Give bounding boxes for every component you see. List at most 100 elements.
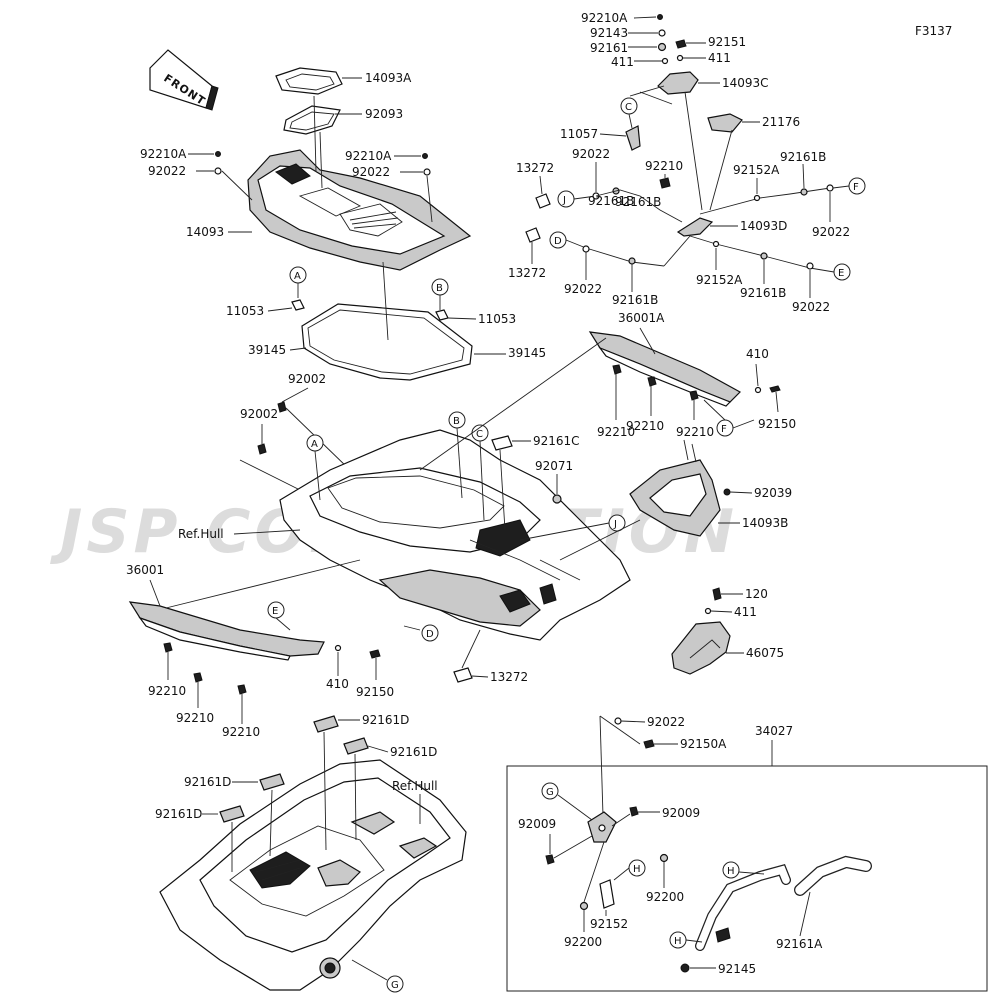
front-arrow-icon: FRONT [149, 49, 219, 111]
label-92152A-upper: 92152A [733, 163, 780, 177]
label-92022-bottom: 92022 [647, 715, 685, 729]
bracket-14093D [676, 217, 714, 237]
label-92150-left: 92150 [356, 685, 394, 699]
svg-text:C: C [625, 102, 632, 113]
kit-34027-box [506, 765, 988, 992]
callout-H-box-mid [722, 861, 740, 879]
label-39145-left: 39145 [248, 343, 286, 357]
svg-text:B: B [436, 283, 443, 294]
label-92161D-2: 92161D [390, 745, 437, 759]
svg-text:G: G [391, 980, 399, 991]
pin-92152 [599, 879, 615, 909]
label-92161B-lower: 92161B [612, 293, 658, 307]
label-13272-lower: 13272 [490, 670, 528, 684]
label-ref-hull-lower: Ref.Hull [392, 779, 438, 793]
label-34027: 34027 [755, 724, 793, 738]
label-11053-left: 11053 [226, 304, 264, 318]
label-92200-left: 92200 [564, 935, 602, 949]
label-92009-left: 92009 [518, 817, 556, 831]
label-92210-top: 92210 [645, 159, 683, 173]
label-92210-l2: 92210 [176, 711, 214, 725]
label-92161D-3: 92161D [184, 775, 231, 789]
label-14093: 14093 [186, 225, 224, 239]
label-92151: 92151 [708, 35, 746, 49]
label-92161B-upper: 92161B [780, 150, 826, 164]
svg-text:J: J [562, 195, 566, 206]
storage-lid-assembly [247, 67, 472, 271]
side-cover-36001 [128, 601, 325, 661]
label-92152A-lower: 92152A [696, 273, 743, 287]
label-411-top-left: 411 [611, 55, 634, 69]
label-92210-l1: 92210 [148, 684, 186, 698]
label-92161D-1: 92161D [362, 713, 409, 727]
label-14093B: 14093B [742, 516, 788, 530]
label-13272-mid: 13272 [508, 266, 546, 280]
label-92039: 92039 [754, 486, 792, 500]
callout-D-mid [421, 624, 439, 642]
svg-text:A: A [311, 439, 318, 450]
label-14093D: 14093D [740, 219, 787, 233]
label-92002-lower: 92002 [240, 407, 278, 421]
label-92022-left: 92022 [148, 164, 186, 178]
label-120: 120 [745, 587, 768, 601]
bracket-46075 [671, 621, 731, 675]
label-92210A-left: 92210A [140, 147, 187, 161]
svg-text:F: F [721, 424, 727, 435]
label-92210-r1: 92210 [597, 425, 635, 439]
svg-text:A: A [294, 271, 301, 282]
label-92152: 92152 [590, 917, 628, 931]
svg-text:F: F [853, 182, 859, 193]
svg-text:H: H [633, 864, 641, 875]
label-36001A: 36001A [618, 311, 665, 325]
label-14093C: 14093C [722, 76, 769, 90]
label-92161B-left: 92161B [588, 194, 634, 208]
label-92009-right: 92009 [662, 806, 700, 820]
svg-text:D: D [554, 236, 562, 247]
label-92210A-top: 92210A [581, 11, 628, 25]
label-14093A: 14093A [365, 71, 412, 85]
label-92093: 92093 [365, 107, 403, 121]
label-410-right: 410 [746, 347, 769, 361]
bracket-14093C [657, 71, 699, 95]
callout-G-box [541, 782, 559, 800]
label-92150A: 92150A [680, 737, 727, 751]
callout-E-top [833, 263, 851, 281]
label-92161A: 92161A [776, 937, 823, 951]
label-36001: 36001 [126, 563, 164, 577]
label-11053-right: 11053 [478, 312, 516, 326]
label-92022-upper: 92022 [572, 147, 610, 161]
label-92150-right: 92150 [758, 417, 796, 431]
label-92022-right-upper: 92022 [812, 225, 850, 239]
label-411-mid: 411 [734, 605, 757, 619]
label-92161C: 92161C [533, 434, 580, 448]
label-92161-top: 92161 [590, 41, 628, 55]
label-92200-right: 92200 [646, 890, 684, 904]
label-92022-mid: 92022 [352, 165, 390, 179]
label-92210A-mid: 92210A [345, 149, 392, 163]
label-21176: 21176 [762, 115, 800, 129]
label-411-top-right: 411 [708, 51, 731, 65]
label-ref-hull-mid: Ref.Hull [178, 527, 224, 541]
callout-J-top [557, 190, 575, 208]
label-92161B-lower-right: 92161B [740, 286, 786, 300]
label-410-left: 410 [326, 677, 349, 691]
label-39145-right: 39145 [508, 346, 546, 360]
label-92143: 92143 [590, 26, 628, 40]
label-11057: 11057 [560, 127, 598, 141]
svg-text:E: E [838, 268, 844, 279]
label-46075: 46075 [746, 646, 784, 660]
svg-text:J: J [613, 519, 617, 530]
svg-text:C: C [476, 429, 483, 440]
label-92161B-mid: 92161B [615, 195, 661, 209]
label-92145: 92145 [718, 962, 756, 976]
hull-deck [279, 429, 631, 641]
side-cover-36001A [588, 331, 741, 407]
svg-text:E: E [272, 606, 278, 617]
gasket-39145 [301, 303, 473, 381]
label-92002-upper: 92002 [288, 372, 326, 386]
svg-text:B: B [453, 416, 460, 427]
label-13272-upper: 13272 [516, 161, 554, 175]
svg-text:G: G [546, 787, 554, 798]
part-21176 [707, 113, 743, 133]
